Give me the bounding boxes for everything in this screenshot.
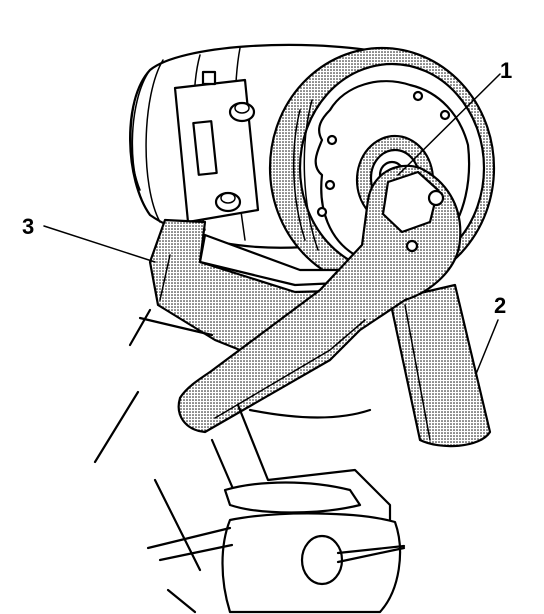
leader-line-1 xyxy=(397,73,501,176)
fixture-handle xyxy=(388,283,492,448)
mounting-bracket xyxy=(173,70,260,224)
bracket-bolt-upper xyxy=(228,101,256,123)
bracket-bolt-lower xyxy=(214,191,242,213)
callout-1: 1 xyxy=(500,58,512,83)
wrench-tool xyxy=(177,164,462,434)
callout-2: 2 xyxy=(494,293,506,318)
callout-3: 3 xyxy=(22,214,34,239)
leader-line-2 xyxy=(475,319,499,375)
leader-line-3 xyxy=(43,225,156,263)
leader-lines xyxy=(43,73,501,375)
engine-housing xyxy=(93,308,406,614)
